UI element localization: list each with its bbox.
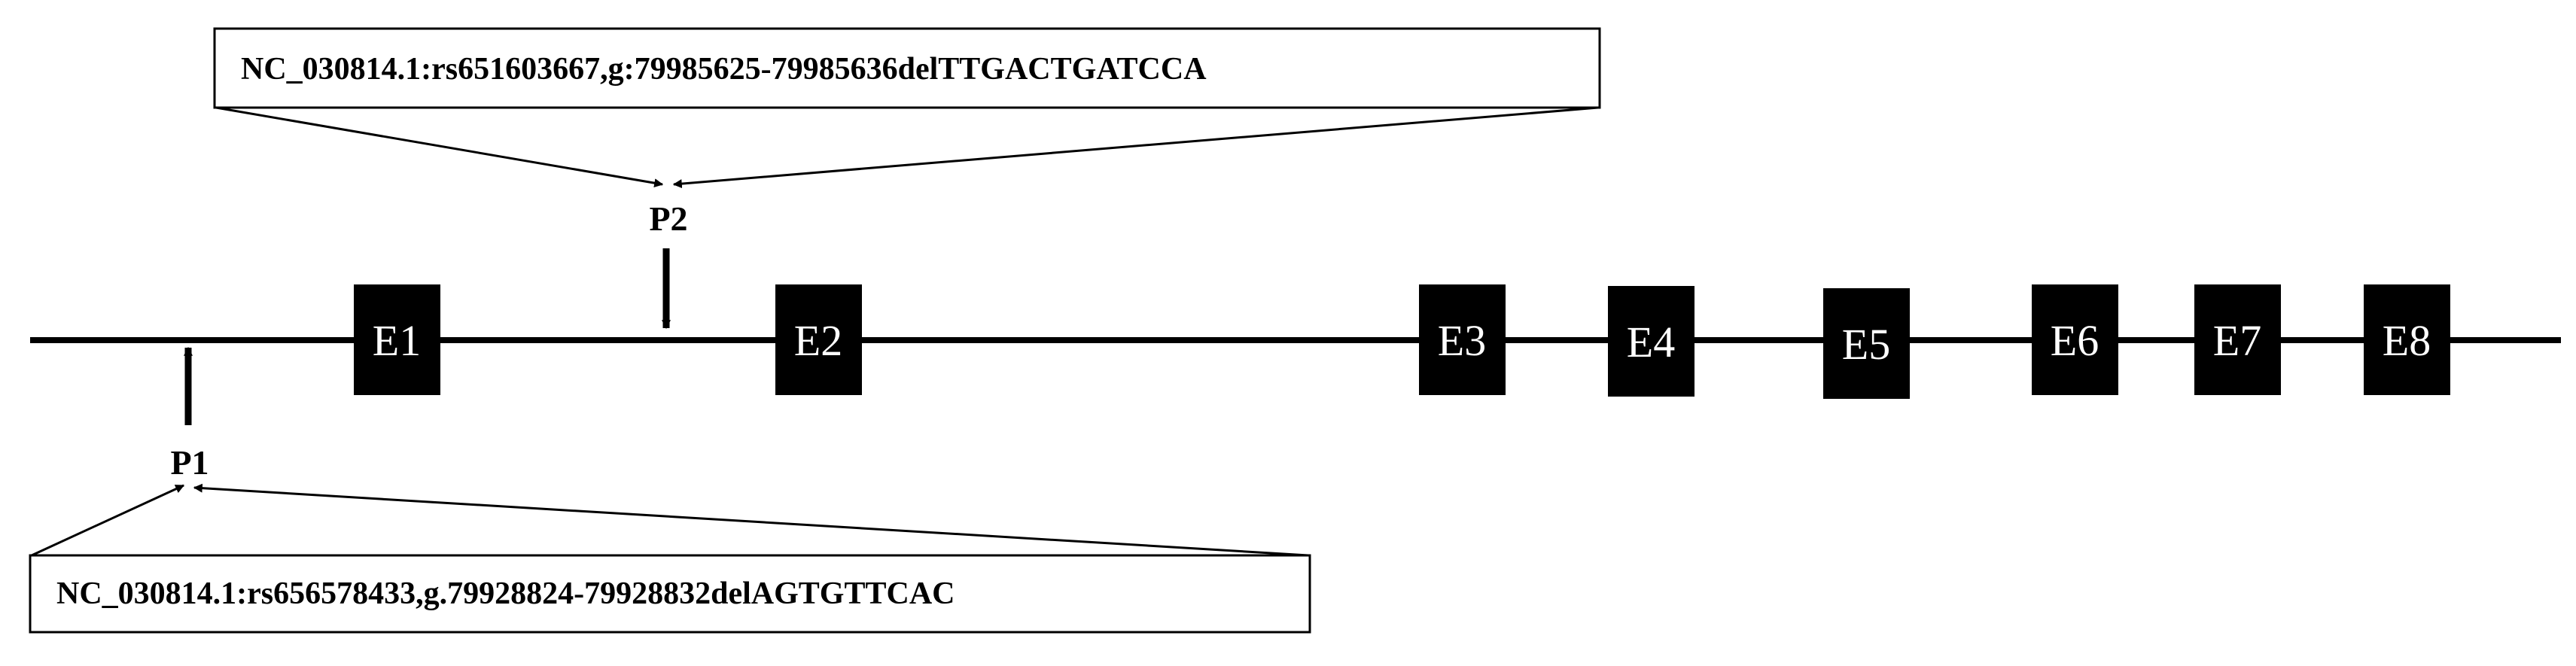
marker-p2: P2 (649, 199, 688, 330)
exon-box (1823, 288, 1910, 399)
variant-box-p1 (29, 554, 1311, 634)
exon-box (1608, 286, 1694, 397)
exon-label: E4 (1627, 318, 1675, 366)
exon-e8: E8 (2364, 284, 2450, 395)
exon-label: E2 (794, 316, 842, 365)
exon-e1: E1 (354, 284, 440, 395)
exon-box (775, 284, 862, 395)
exon-box (2194, 284, 2281, 395)
p1-label: P1 (170, 443, 209, 482)
exon-e6: E6 (2032, 284, 2118, 395)
callout-line-p2-right (672, 106, 1599, 189)
exon-e5: E5 (1823, 288, 1910, 399)
exon-box (2364, 284, 2450, 395)
exon-box (354, 284, 440, 395)
callout-line-p1-left (31, 484, 185, 557)
variant-text-p1: NC_030814.1:rs656578433,g.79928824-79928… (56, 576, 955, 611)
exon-e7: E7 (2194, 284, 2281, 395)
variant-box-p2 (213, 27, 1601, 109)
exon-box (1419, 284, 1506, 395)
callout-line-p2-left (215, 106, 664, 188)
exon-e4: E4 (1608, 286, 1694, 397)
exon-label: E6 (2051, 316, 2099, 365)
exon-label: E3 (1438, 316, 1486, 365)
exon-e2: E2 (775, 284, 862, 395)
marker-p1: P1 (170, 346, 209, 482)
variant-text-p2: NC_030814.1:rs651603667,g:79985625-79985… (241, 52, 1207, 87)
exon-label: E7 (2213, 316, 2261, 365)
variant-callout-p1: NC_030814.1:rs656578433,g.79928824-79928… (29, 483, 1311, 634)
exon-e3: E3 (1419, 284, 1506, 395)
variant-callout-p2: NC_030814.1:rs651603667,g:79985625-79985… (213, 27, 1601, 189)
exon-label: E8 (2383, 316, 2431, 365)
callout-line-p1-right (193, 483, 1309, 557)
exon-label: E1 (373, 316, 421, 365)
exon-box (2032, 284, 2118, 395)
p2-label: P2 (649, 199, 687, 238)
exon-label: E5 (1842, 320, 1890, 369)
